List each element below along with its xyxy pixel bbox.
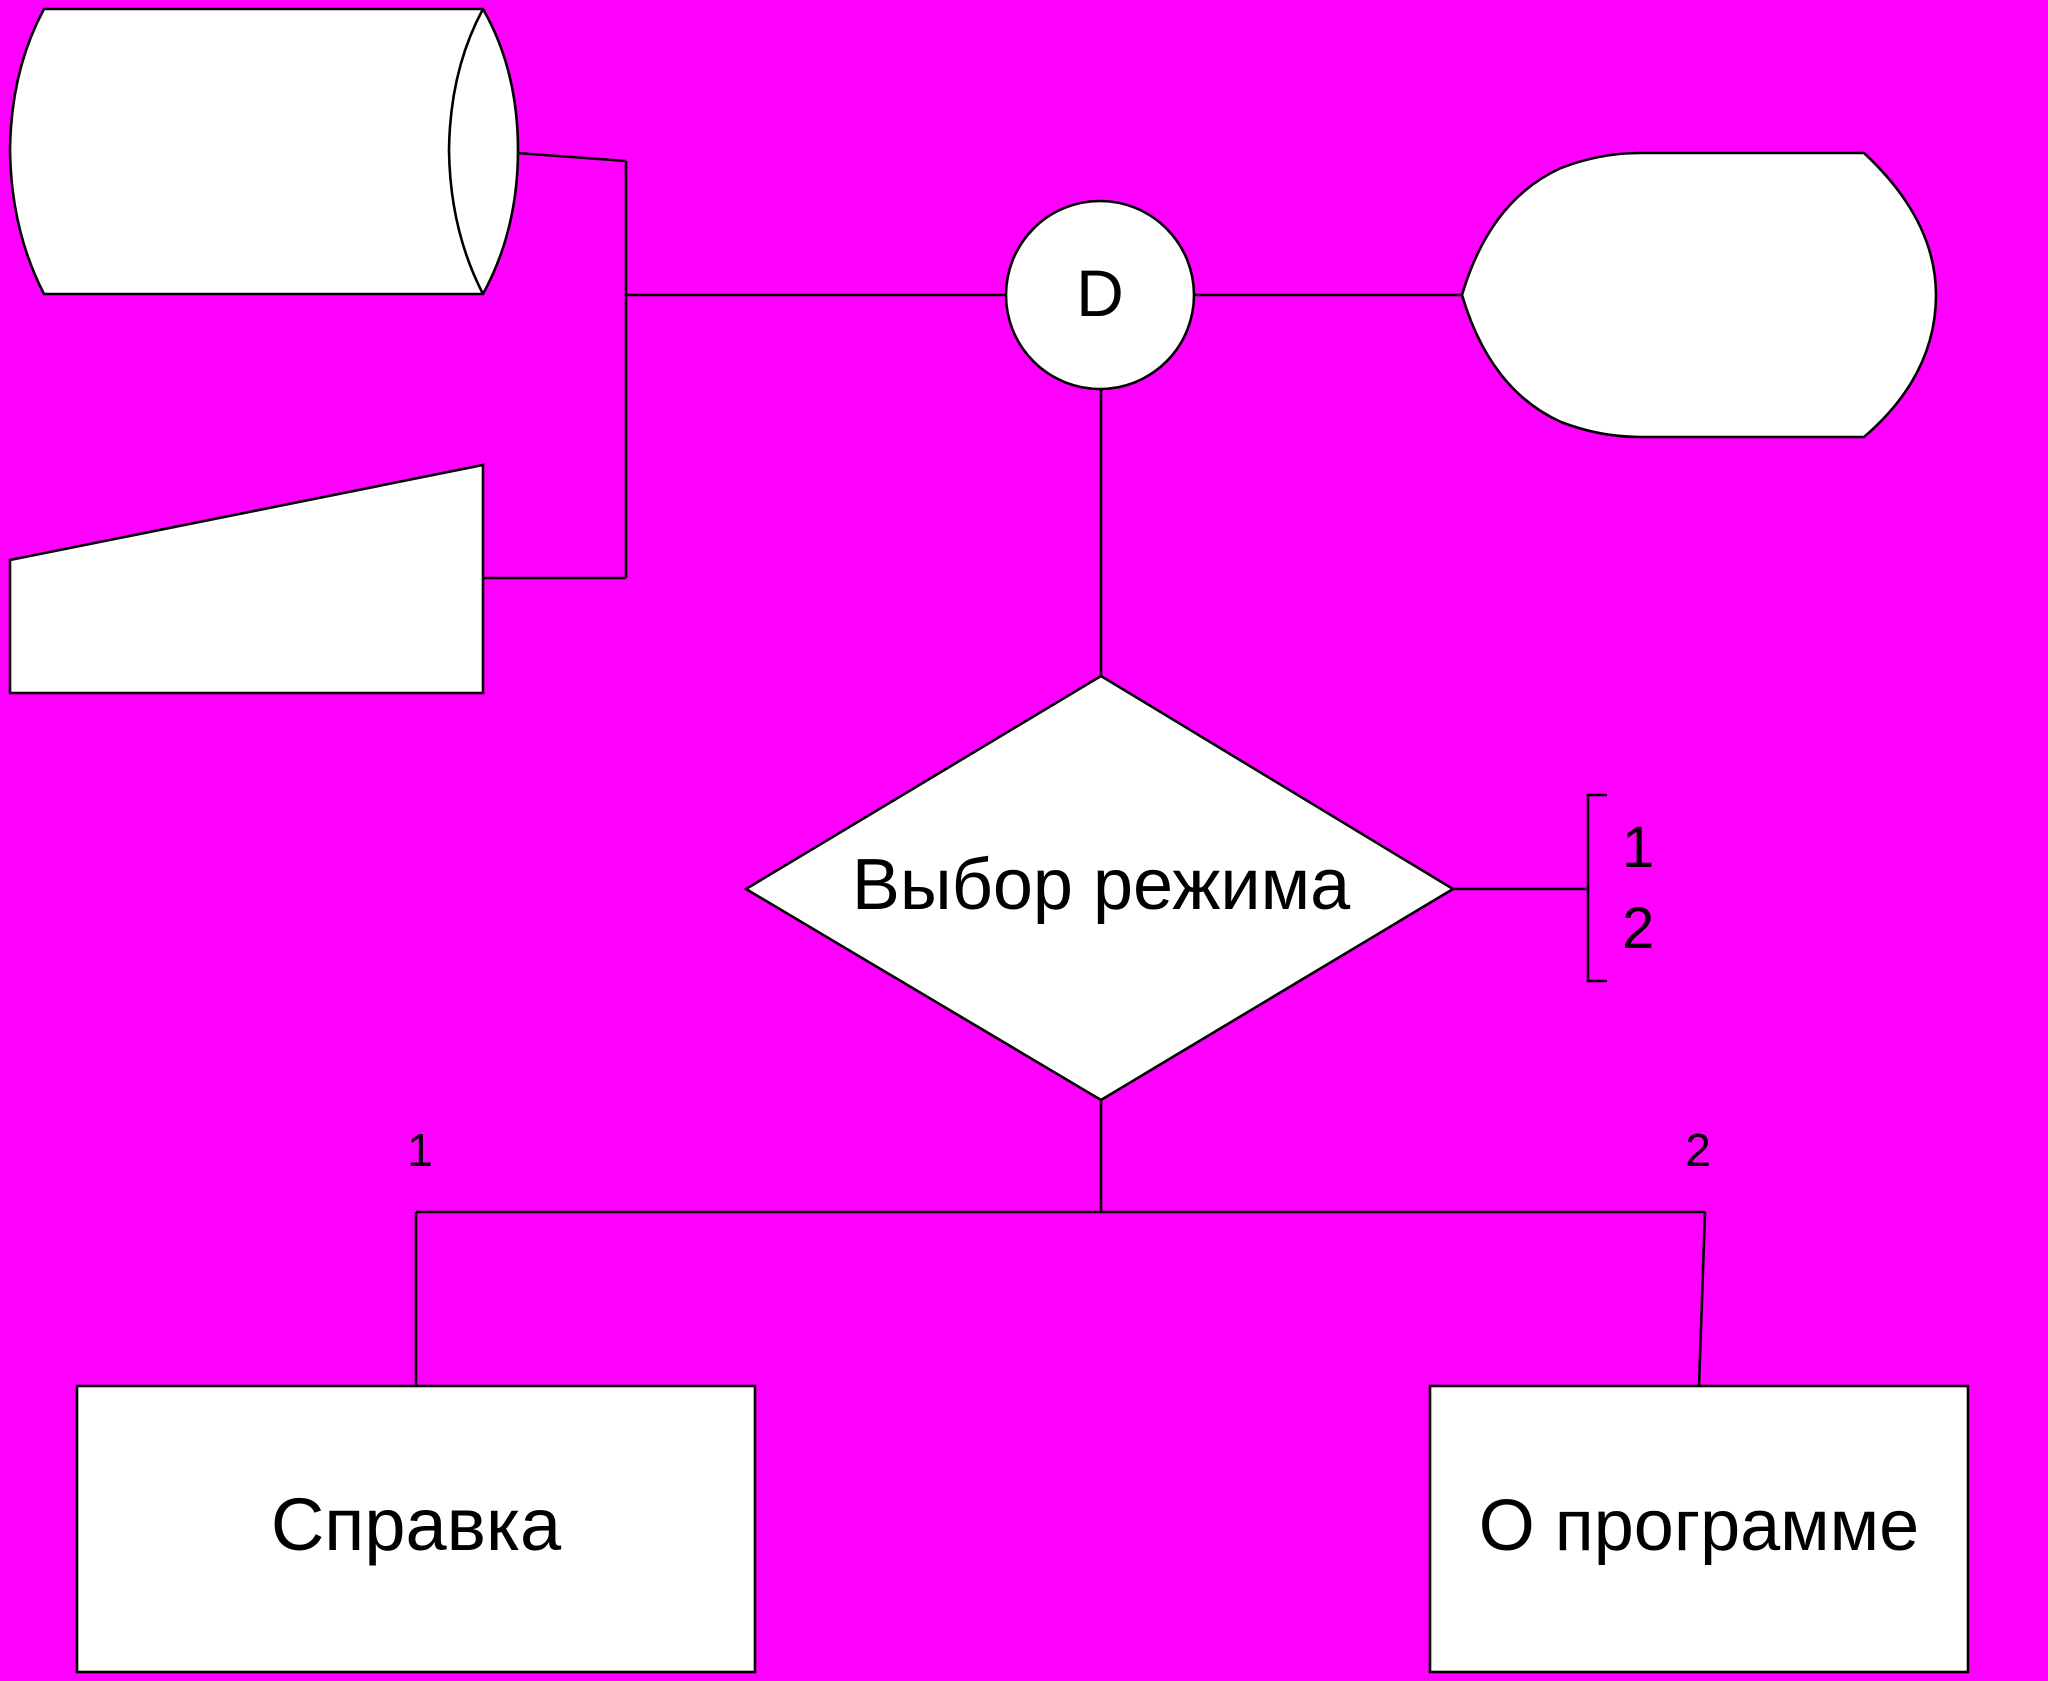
process-box-help-label: Справка	[271, 1483, 562, 1566]
decision-option-2: 2	[1622, 896, 1654, 961]
branch-number-2: 2	[1685, 1124, 1711, 1176]
process-box-help	[75, 1384, 757, 1674]
decision-option-1: 1	[1622, 815, 1654, 880]
manual-input-symbol	[8, 463, 485, 695]
connector-label: D	[1076, 256, 1124, 330]
process-box-about-label: О программе	[1479, 1486, 1919, 1566]
line-branch-2	[1697, 1211, 1707, 1387]
stored-data-symbol	[8, 7, 520, 296]
decision-diamond	[743, 674, 1456, 1102]
options-bracket	[1586, 793, 1607, 983]
stored-data-curve	[447, 8, 485, 295]
process-box-about	[1428, 1384, 1970, 1674]
connector-lines	[414, 151, 1707, 1387]
line-storage-to-bus	[516, 151, 627, 163]
display-symbol	[1460, 151, 1938, 439]
decision-label: Выбор режима	[852, 845, 1351, 925]
branch-number-1: 1	[407, 1124, 433, 1176]
connector-circle	[1004, 199, 1196, 391]
